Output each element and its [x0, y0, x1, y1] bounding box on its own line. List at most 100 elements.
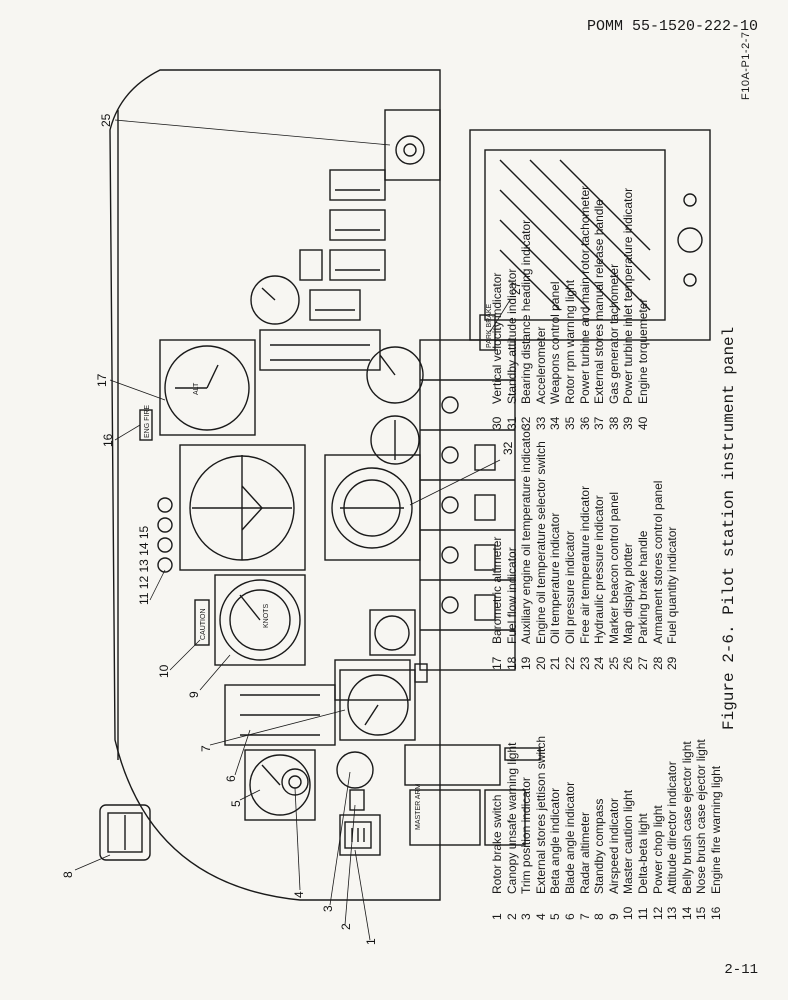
- figure-id: F10A-P1-2-7: [740, 31, 752, 100]
- legend-label: Rotor rpm warning light: [562, 279, 577, 404]
- legend-number: 24: [592, 656, 607, 670]
- free-air-temp-indicator: [329, 209, 386, 241]
- standby-compass: [99, 804, 151, 861]
- vertical-velocity-indicator: [366, 346, 424, 404]
- legend-number: 7: [577, 913, 592, 920]
- nose-brush-ejector-light: [157, 497, 173, 513]
- callout-3: 3: [321, 905, 335, 912]
- callout-25: 25: [99, 113, 113, 127]
- legend-label: External stores manual release handle: [592, 199, 607, 404]
- legend-number: 21: [548, 656, 563, 670]
- legend-label: Beta angle indicator: [548, 787, 563, 894]
- legend-number: 6: [562, 913, 577, 920]
- legend-number: 32: [519, 416, 534, 430]
- beta-angle-indicator: [244, 749, 316, 821]
- trim-position-indicator: [336, 751, 374, 789]
- accelerometer: [369, 609, 416, 656]
- legend-label: Delta-beta light: [635, 813, 650, 894]
- callout-5: 5: [229, 800, 243, 807]
- canopy-unsafe-light: [349, 789, 365, 811]
- barometric-altimeter: [159, 339, 256, 436]
- legend-item: 35 Rotor rpm warning light: [563, 186, 578, 430]
- legend-item: 3 Trim position indicator: [519, 736, 534, 920]
- rotor-brake-switch-panel: [339, 814, 381, 856]
- master-arm-label: MASTER ARM: [415, 784, 422, 830]
- blade-angle-indicator: [224, 684, 336, 746]
- park-brake-label: PARK BRAKE: [486, 303, 493, 348]
- legend-number: 40: [635, 416, 650, 430]
- legend-label: Power turbine and main rotor tachometer: [577, 185, 592, 404]
- legend-number: 31: [504, 416, 519, 430]
- legend-number: 5: [548, 913, 563, 920]
- legend-label: Power chop light: [650, 805, 665, 894]
- legend-label: Fuel flow indicator: [504, 547, 519, 644]
- legend-label: Auxiliary engine oil temperature indicat…: [519, 427, 534, 644]
- engine-oil-temp-selector-switch: [299, 249, 323, 281]
- legend-number: 3: [519, 913, 534, 920]
- oil-pressure-indicator: [329, 249, 386, 281]
- legend-label: Map display plotter: [621, 543, 636, 644]
- legend-label: Master caution light: [621, 789, 636, 894]
- legend-number: 1: [490, 913, 504, 920]
- legend-label: Airspeed indicator: [606, 797, 621, 894]
- legend-number: 35: [562, 416, 577, 430]
- attitude-director-indicator: [179, 444, 306, 571]
- legend-item: 5 Beta angle indicator: [548, 736, 563, 920]
- legend-item: 32 Bearing distance heading indicator: [519, 186, 534, 430]
- legend-label: Engine torquemeter: [635, 298, 650, 404]
- legend-label: Engine fire warning light: [708, 765, 723, 894]
- eng-fire-label: ENG FIRE: [144, 405, 151, 438]
- legend-number: 23: [577, 656, 592, 670]
- legend-label: Marker beacon control panel: [606, 491, 621, 644]
- callout-9: 9: [187, 691, 201, 698]
- legend-label: Bearing distance heading indicator: [519, 219, 534, 404]
- power-chop-light: [157, 537, 173, 553]
- aux-engine-oil-temp-indicator: [250, 275, 300, 325]
- callout-32: 32: [501, 441, 515, 455]
- parking-brake-handle: [479, 314, 496, 351]
- callout-16: 16: [101, 433, 115, 447]
- legend-number: 4: [533, 913, 548, 920]
- legend-item: 40 Engine torquemeter: [636, 186, 651, 430]
- legend-label: Blade angle indicator: [562, 781, 577, 894]
- turbine-inlet-temp-indicator: [409, 789, 481, 846]
- legend-number: 26: [621, 656, 636, 670]
- legend-number: 30: [490, 416, 504, 430]
- legend-item: 21 Oil temperature indicator: [548, 427, 563, 670]
- legend-label: Barometric altimeter: [490, 536, 504, 644]
- engine-torquemeter: [484, 789, 526, 846]
- callout-17: 17: [95, 373, 109, 387]
- legend-number: 10: [621, 906, 636, 920]
- legend-number: 25: [606, 656, 621, 670]
- power-turbine-rotor-tachometer: [334, 659, 411, 701]
- legend-label: Parking brake handle: [635, 530, 650, 644]
- legend-label: Trim position indicator: [519, 777, 534, 894]
- panel-outline: [109, 69, 441, 901]
- legend-label: Belly brush case ejector light: [679, 741, 694, 894]
- belly-brush-ejector-light: [157, 517, 173, 533]
- legend-label: Oil temperature indicator: [548, 512, 563, 644]
- legend-label: Nose brush case ejector light: [694, 739, 709, 894]
- caution-label: CAUTION: [200, 609, 207, 641]
- callout-1: 1: [364, 938, 378, 945]
- legend-number: 33: [533, 416, 548, 430]
- legend-label: Oil pressure indicator: [562, 530, 577, 644]
